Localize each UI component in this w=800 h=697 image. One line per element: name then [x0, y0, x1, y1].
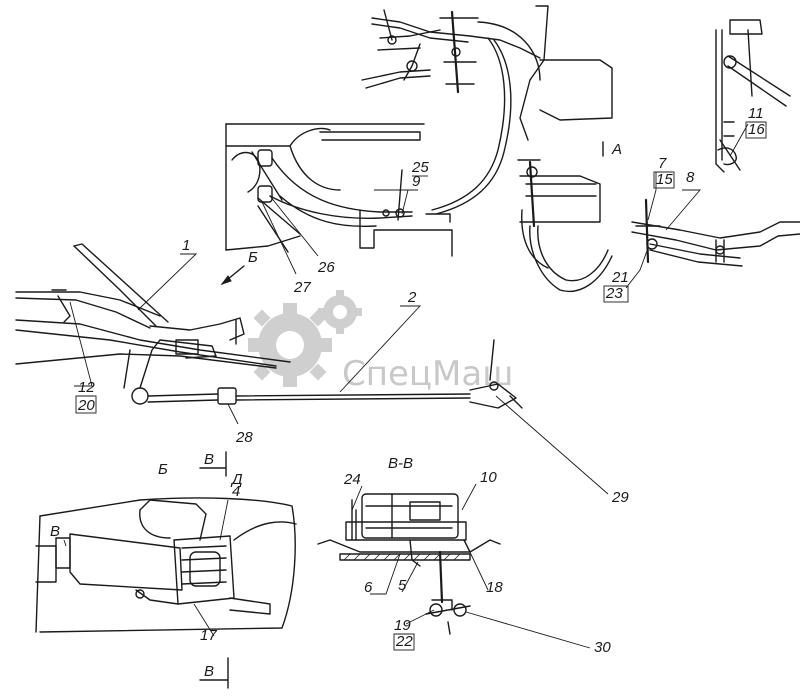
pedal-lever-assembly: [15, 243, 523, 409]
callout-labels: 1 2 4 5 6 7 8 9 10 11 12 15 16 17 18 19 …: [75, 105, 767, 656]
callout-9: 9: [412, 173, 421, 190]
callout-27: 27: [293, 279, 311, 296]
callout-8: 8: [686, 169, 695, 186]
callout-25: 25: [411, 159, 429, 176]
callout-4: 4: [232, 483, 240, 500]
callout-26: 26: [317, 259, 335, 276]
callout-28: 28: [235, 429, 253, 446]
view-b-detail: [35, 497, 297, 633]
callout-10: 10: [480, 469, 497, 486]
callout-23: 23: [605, 285, 623, 302]
callout-18: 18: [486, 579, 503, 596]
callout-24: 24: [343, 471, 361, 488]
detail-d-label: Д: [230, 471, 243, 488]
view-b-arrow-label: Б: [248, 249, 258, 266]
callout-11: 11: [748, 105, 764, 122]
section-v-arrow-bottom: В: [204, 663, 214, 680]
view-b-title: Б: [158, 461, 168, 478]
callout-20: 20: [77, 397, 95, 414]
frame-cable-detail: [225, 123, 453, 257]
callout-7: 7: [658, 155, 667, 172]
watermark: СпецМаш: [248, 290, 513, 394]
section-v-v-title: В-В: [388, 455, 413, 472]
callout-5: 5: [398, 577, 407, 594]
top-right-detail: [715, 19, 791, 173]
callout-12: 12: [78, 379, 95, 396]
cable-bracket-detail: [631, 198, 800, 267]
callout-21: 21: [611, 269, 629, 286]
view-labels: A Б Б В В В-В Д В: [50, 141, 622, 680]
view-a-label: A: [611, 141, 622, 158]
detail-v-label: В: [50, 523, 60, 540]
callout-29: 29: [611, 489, 629, 506]
callout-1: 1: [182, 237, 190, 254]
gear-logo-icon: [248, 290, 362, 387]
callout-2: 2: [407, 289, 417, 306]
section-v-arrow-top: В: [204, 451, 214, 468]
callout-22: 22: [395, 633, 413, 650]
handlebar-assembly: [361, 5, 613, 215]
callout-15: 15: [656, 171, 673, 188]
callout-16: 16: [748, 121, 765, 138]
section-v-v: [317, 493, 501, 635]
callout-19: 19: [394, 617, 411, 634]
callout-6: 6: [364, 579, 373, 596]
watermark-text: СпецМаш: [342, 354, 513, 394]
callout-30: 30: [594, 639, 611, 656]
leader-lines: [63, 123, 749, 689]
view-a-detail: [517, 159, 613, 292]
callout-17: 17: [200, 627, 217, 644]
